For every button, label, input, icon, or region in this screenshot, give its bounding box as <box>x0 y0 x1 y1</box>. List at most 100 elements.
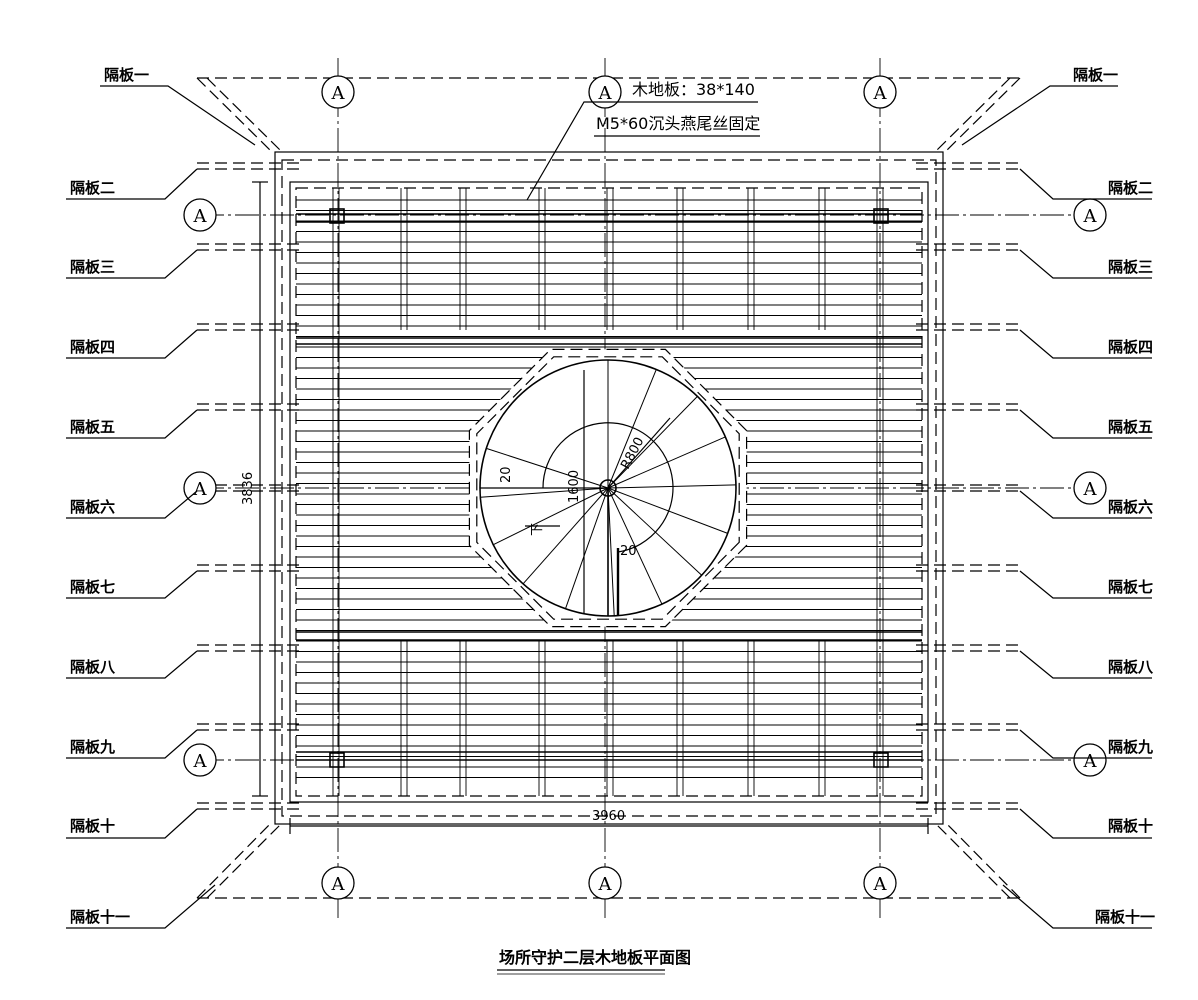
right-label-10: 隔板十 <box>1108 817 1153 835</box>
gap-dimension-b: 20 <box>620 544 637 559</box>
right-label-1: 隔板一 <box>1073 66 1118 84</box>
axis-marker: A <box>1073 743 1107 777</box>
leader-line-right <box>1002 884 1152 929</box>
stair-tread <box>607 487 663 605</box>
axis-marker-label: A <box>873 83 888 104</box>
leader-line-left <box>66 490 198 519</box>
stair-r-leader <box>607 417 671 489</box>
outer-wall-top-right-slope-2 <box>936 77 1011 151</box>
spiral-stair <box>468 348 748 628</box>
left-label-9: 隔板九 <box>70 738 115 756</box>
corner-post <box>873 752 889 768</box>
stair-tread <box>493 487 609 546</box>
axis-marker: A <box>183 471 217 505</box>
right-label-6: 隔板六 <box>1108 498 1153 516</box>
axis-marker: A <box>863 75 897 109</box>
axis-marker-label: A <box>598 874 613 895</box>
gap-dimension-a: 20 <box>499 466 514 483</box>
drawing-title: 场所守护二层木地板平面图 <box>499 948 691 967</box>
axis-marker-label: A <box>1083 479 1098 500</box>
axis-marker: A <box>1073 471 1107 505</box>
stair-tread <box>522 487 609 585</box>
axis-marker-circle <box>863 75 897 109</box>
leader-line-left <box>66 329 198 359</box>
right-label-9: 隔板九 <box>1108 738 1153 756</box>
outer-frame-dashed <box>281 159 937 817</box>
corner-post <box>873 208 889 224</box>
outer-wall-bottom-right-slope <box>944 821 1021 899</box>
leader-line-left <box>66 168 198 200</box>
axis-marker-circle <box>588 75 622 109</box>
outer-wall-top-right-slope <box>944 77 1021 153</box>
axis-marker-circle <box>588 866 622 900</box>
leader-line-left <box>66 808 198 839</box>
leader-line-left <box>100 85 256 146</box>
axis-marker-label: A <box>193 206 208 227</box>
outer-frame <box>274 151 944 825</box>
leader-line-left <box>66 409 198 439</box>
stair-opening-octagon-inner <box>476 356 740 620</box>
stair-tread <box>607 396 698 489</box>
axis-marker: A <box>321 75 355 109</box>
direction-text: 下 <box>530 523 545 536</box>
axis-marker-circle <box>321 866 355 900</box>
leader-line-right <box>1019 490 1152 519</box>
right-label-11: 隔板十一 <box>1095 908 1155 926</box>
stair-tread <box>607 436 726 489</box>
left-label-4: 隔板四 <box>70 338 115 356</box>
axis-marker-label: A <box>193 479 208 500</box>
stair-tread <box>486 447 609 489</box>
axis-marker-circle <box>183 743 217 777</box>
leader-line-right <box>1019 409 1152 439</box>
leader-line-right <box>1019 808 1152 839</box>
left-label-5: 隔板五 <box>70 418 115 436</box>
leader-line-right <box>1019 168 1152 200</box>
outer-wall-top-left-slope-2 <box>206 77 281 151</box>
width-dimension: 3960 <box>592 809 625 824</box>
leader-line-left <box>66 249 198 279</box>
axis-marker-label: A <box>1083 751 1098 772</box>
axis-marker-label: A <box>1083 206 1098 227</box>
note-line-1: 木地板：38*140 <box>632 80 755 99</box>
axis-marker: A <box>588 866 622 900</box>
stair-height-dimension: 1600 <box>567 470 582 503</box>
stair-tread <box>607 487 728 534</box>
stair-tread <box>607 487 615 616</box>
stair-tread <box>607 369 657 489</box>
right-label-5: 隔板五 <box>1108 418 1153 436</box>
right-label-8: 隔板八 <box>1108 658 1154 676</box>
axis-markers: A A A A A A A A A A A A <box>183 75 1107 900</box>
stair-inner-arc <box>542 422 674 553</box>
stair-tread <box>480 487 609 498</box>
inner-frame-dashed <box>295 187 923 797</box>
axis-marker: A <box>183 743 217 777</box>
outer-wall-bottom-left-slope <box>196 821 273 899</box>
leader-line-right <box>1019 329 1152 359</box>
outer-wall-top-left-slope <box>196 77 273 153</box>
axis-marker: A <box>321 866 355 900</box>
corner-post <box>329 752 345 768</box>
right-label-4: 隔板四 <box>1108 338 1153 356</box>
axis-marker-circle <box>863 866 897 900</box>
note-line-2: M5*60沉头燕尾丝固定 <box>596 114 760 133</box>
axis-marker: A <box>863 866 897 900</box>
axis-marker-circle <box>1073 471 1107 505</box>
axis-marker: A <box>1073 198 1107 232</box>
right-partition-labels: 隔板一 隔板二 隔板三 隔板四 隔板五 隔板六 隔板七 隔板八 隔板九 隔板十 … <box>1073 66 1155 926</box>
left-label-7: 隔板七 <box>70 578 115 596</box>
leader-line-right <box>1019 570 1152 599</box>
leader-line-right <box>1019 729 1152 759</box>
axis-marker-circle <box>1073 743 1107 777</box>
right-label-2: 隔板二 <box>1108 179 1153 197</box>
leader-line-left <box>66 650 198 679</box>
leader-line-left <box>66 729 198 759</box>
leader-line-right <box>1019 650 1152 679</box>
left-label-11: 隔板十一 <box>70 908 130 926</box>
stair-tread <box>607 487 703 576</box>
left-partition-labels: 隔板一 隔板二 隔板三 隔板四 隔板五 隔板六 隔板七 隔板八 隔板九 隔板十 … <box>70 66 149 926</box>
left-label-10: 隔板十 <box>70 817 115 835</box>
leader-line-left <box>66 884 216 929</box>
axis-marker: A <box>588 75 622 109</box>
left-label-8: 隔板八 <box>70 658 116 676</box>
